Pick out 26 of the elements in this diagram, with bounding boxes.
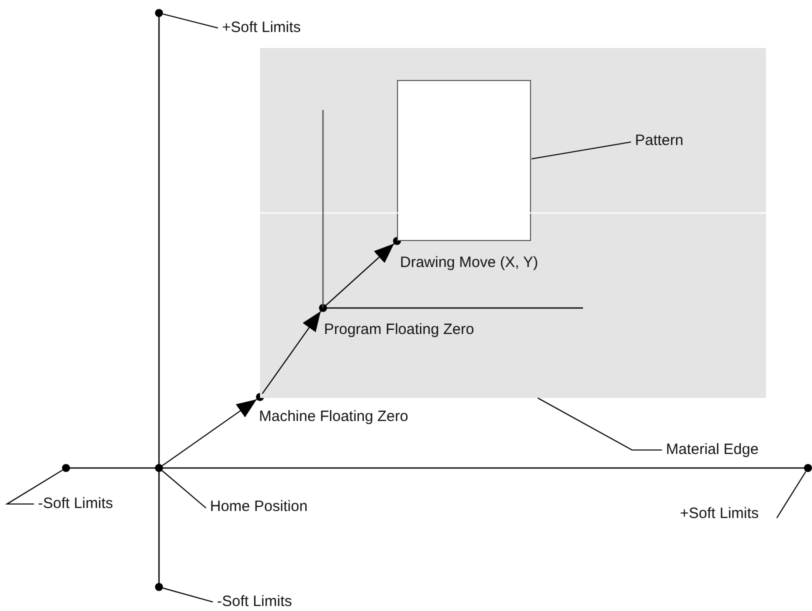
arrow [326,243,394,306]
point-label: Program Floating Zero [324,321,474,339]
point-marker [155,583,163,591]
point-marker [155,9,163,17]
arrow [262,310,322,394]
leader-line [776,471,806,518]
point-marker [62,464,70,472]
callout-label: Home Position [210,498,308,516]
callout-label: Pattern [635,132,684,150]
leader-line [162,13,218,29]
leader-line [162,588,214,603]
callout-label: -Soft Limits [217,593,292,611]
point-label: Machine Floating Zero [259,408,408,426]
point-label: Drawing Move (X, Y) [400,254,538,272]
leader-line [5,470,63,505]
callout-label: +Soft Limits [680,505,759,523]
leader-line [538,398,662,451]
callout-label: +Soft Limits [222,19,301,37]
arrow [162,398,258,466]
pattern-rectangle [397,80,531,241]
point-marker [804,464,812,472]
leader-line [162,470,206,508]
callout-label: Material Edge [666,441,759,459]
callout-label: -Soft Limits [38,495,114,513]
leader-line [531,141,632,160]
material-area [260,48,766,398]
